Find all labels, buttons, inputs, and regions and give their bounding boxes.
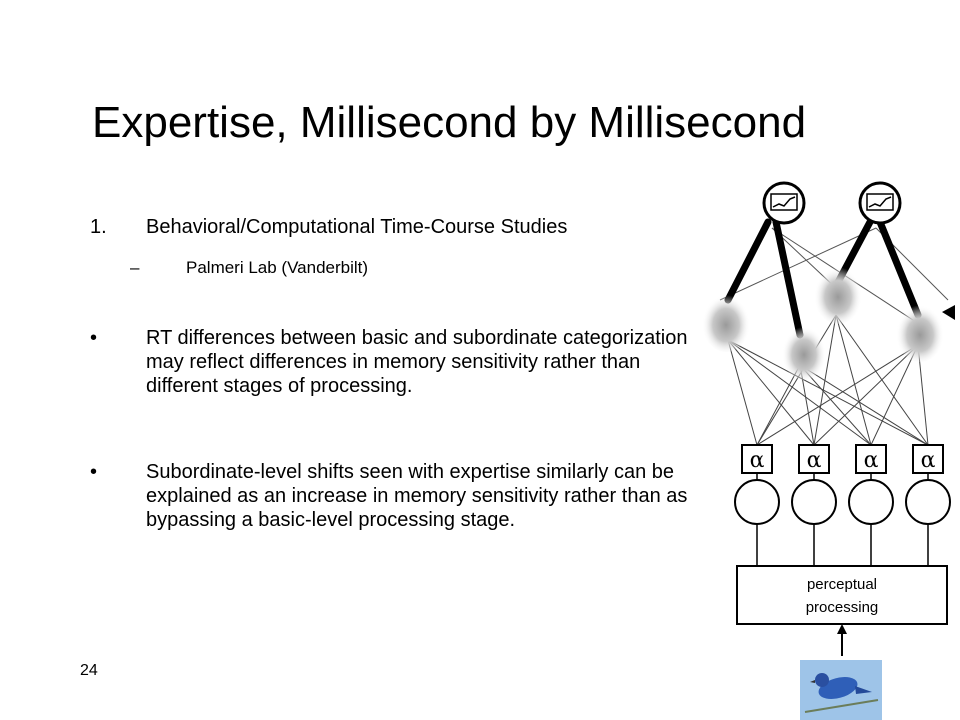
list-number: 1. [90,216,107,238]
bullet-text: RT differences between basic and subordi… [146,327,688,397]
input-nodes [734,479,951,525]
bullet-marker: • [90,327,98,349]
box-label-line2: processing [806,599,879,616]
arrow-head-icon [837,624,847,634]
output-node [858,181,902,225]
graph-icon [770,193,798,211]
sub-list-item: – Palmeri Lab (Vanderbilt) [130,258,368,278]
alpha-label: α [921,448,936,473]
partial-arrow [942,305,955,320]
bullet-marker: • [90,461,98,483]
bullet-text: Subordinate-level shifts seen with exper… [146,461,688,531]
dash-marker: – [130,258,140,277]
output-node [762,181,806,225]
circle-to-box-lines [756,524,929,566]
alpha-to-circle-lines [756,473,929,480]
alpha-label: α [807,448,822,473]
alpha-label: α [864,448,879,473]
thin-connections-middle [727,314,929,446]
slide-title: Expertise, Millisecond by Millisecond [92,98,807,147]
graph-icon [866,193,894,211]
bird-image [800,660,882,720]
box-label-line1: perceptual [807,576,877,593]
hidden-nodes [702,264,944,380]
alpha-boxes: α α α α [741,444,944,474]
alpha-label: α [750,448,765,473]
sub-item-text: Palmeri Lab (Vanderbilt) [186,258,369,277]
numbered-list-item: 1. Behavioral/Computational Time-Course S… [90,216,567,239]
page-number: 24 [80,662,98,679]
list-item-text: Behavioral/Computational Time-Course Stu… [146,216,568,238]
